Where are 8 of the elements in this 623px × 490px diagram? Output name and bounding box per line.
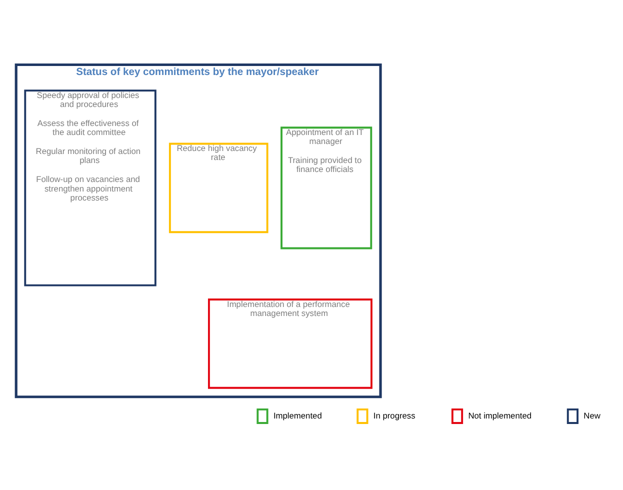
legend-label: Not implemented <box>468 410 532 420</box>
legend-label: In progress <box>373 410 416 420</box>
legend-label: New <box>584 410 600 420</box>
node-box: Appointment of an IT manager Training provided to finance officials <box>280 126 372 250</box>
legend-label: Implemented <box>273 410 322 420</box>
node-box: Speedy approval of policies and procedures Assess the effectiveness of the audit committee Regular monitoring of action plans Follow-up on vacancies and strengthen appointment processes <box>24 90 156 286</box>
node-box: Implementation of a performance management system <box>208 298 372 389</box>
node-box: Reduce high vacancy rate <box>168 142 268 234</box>
